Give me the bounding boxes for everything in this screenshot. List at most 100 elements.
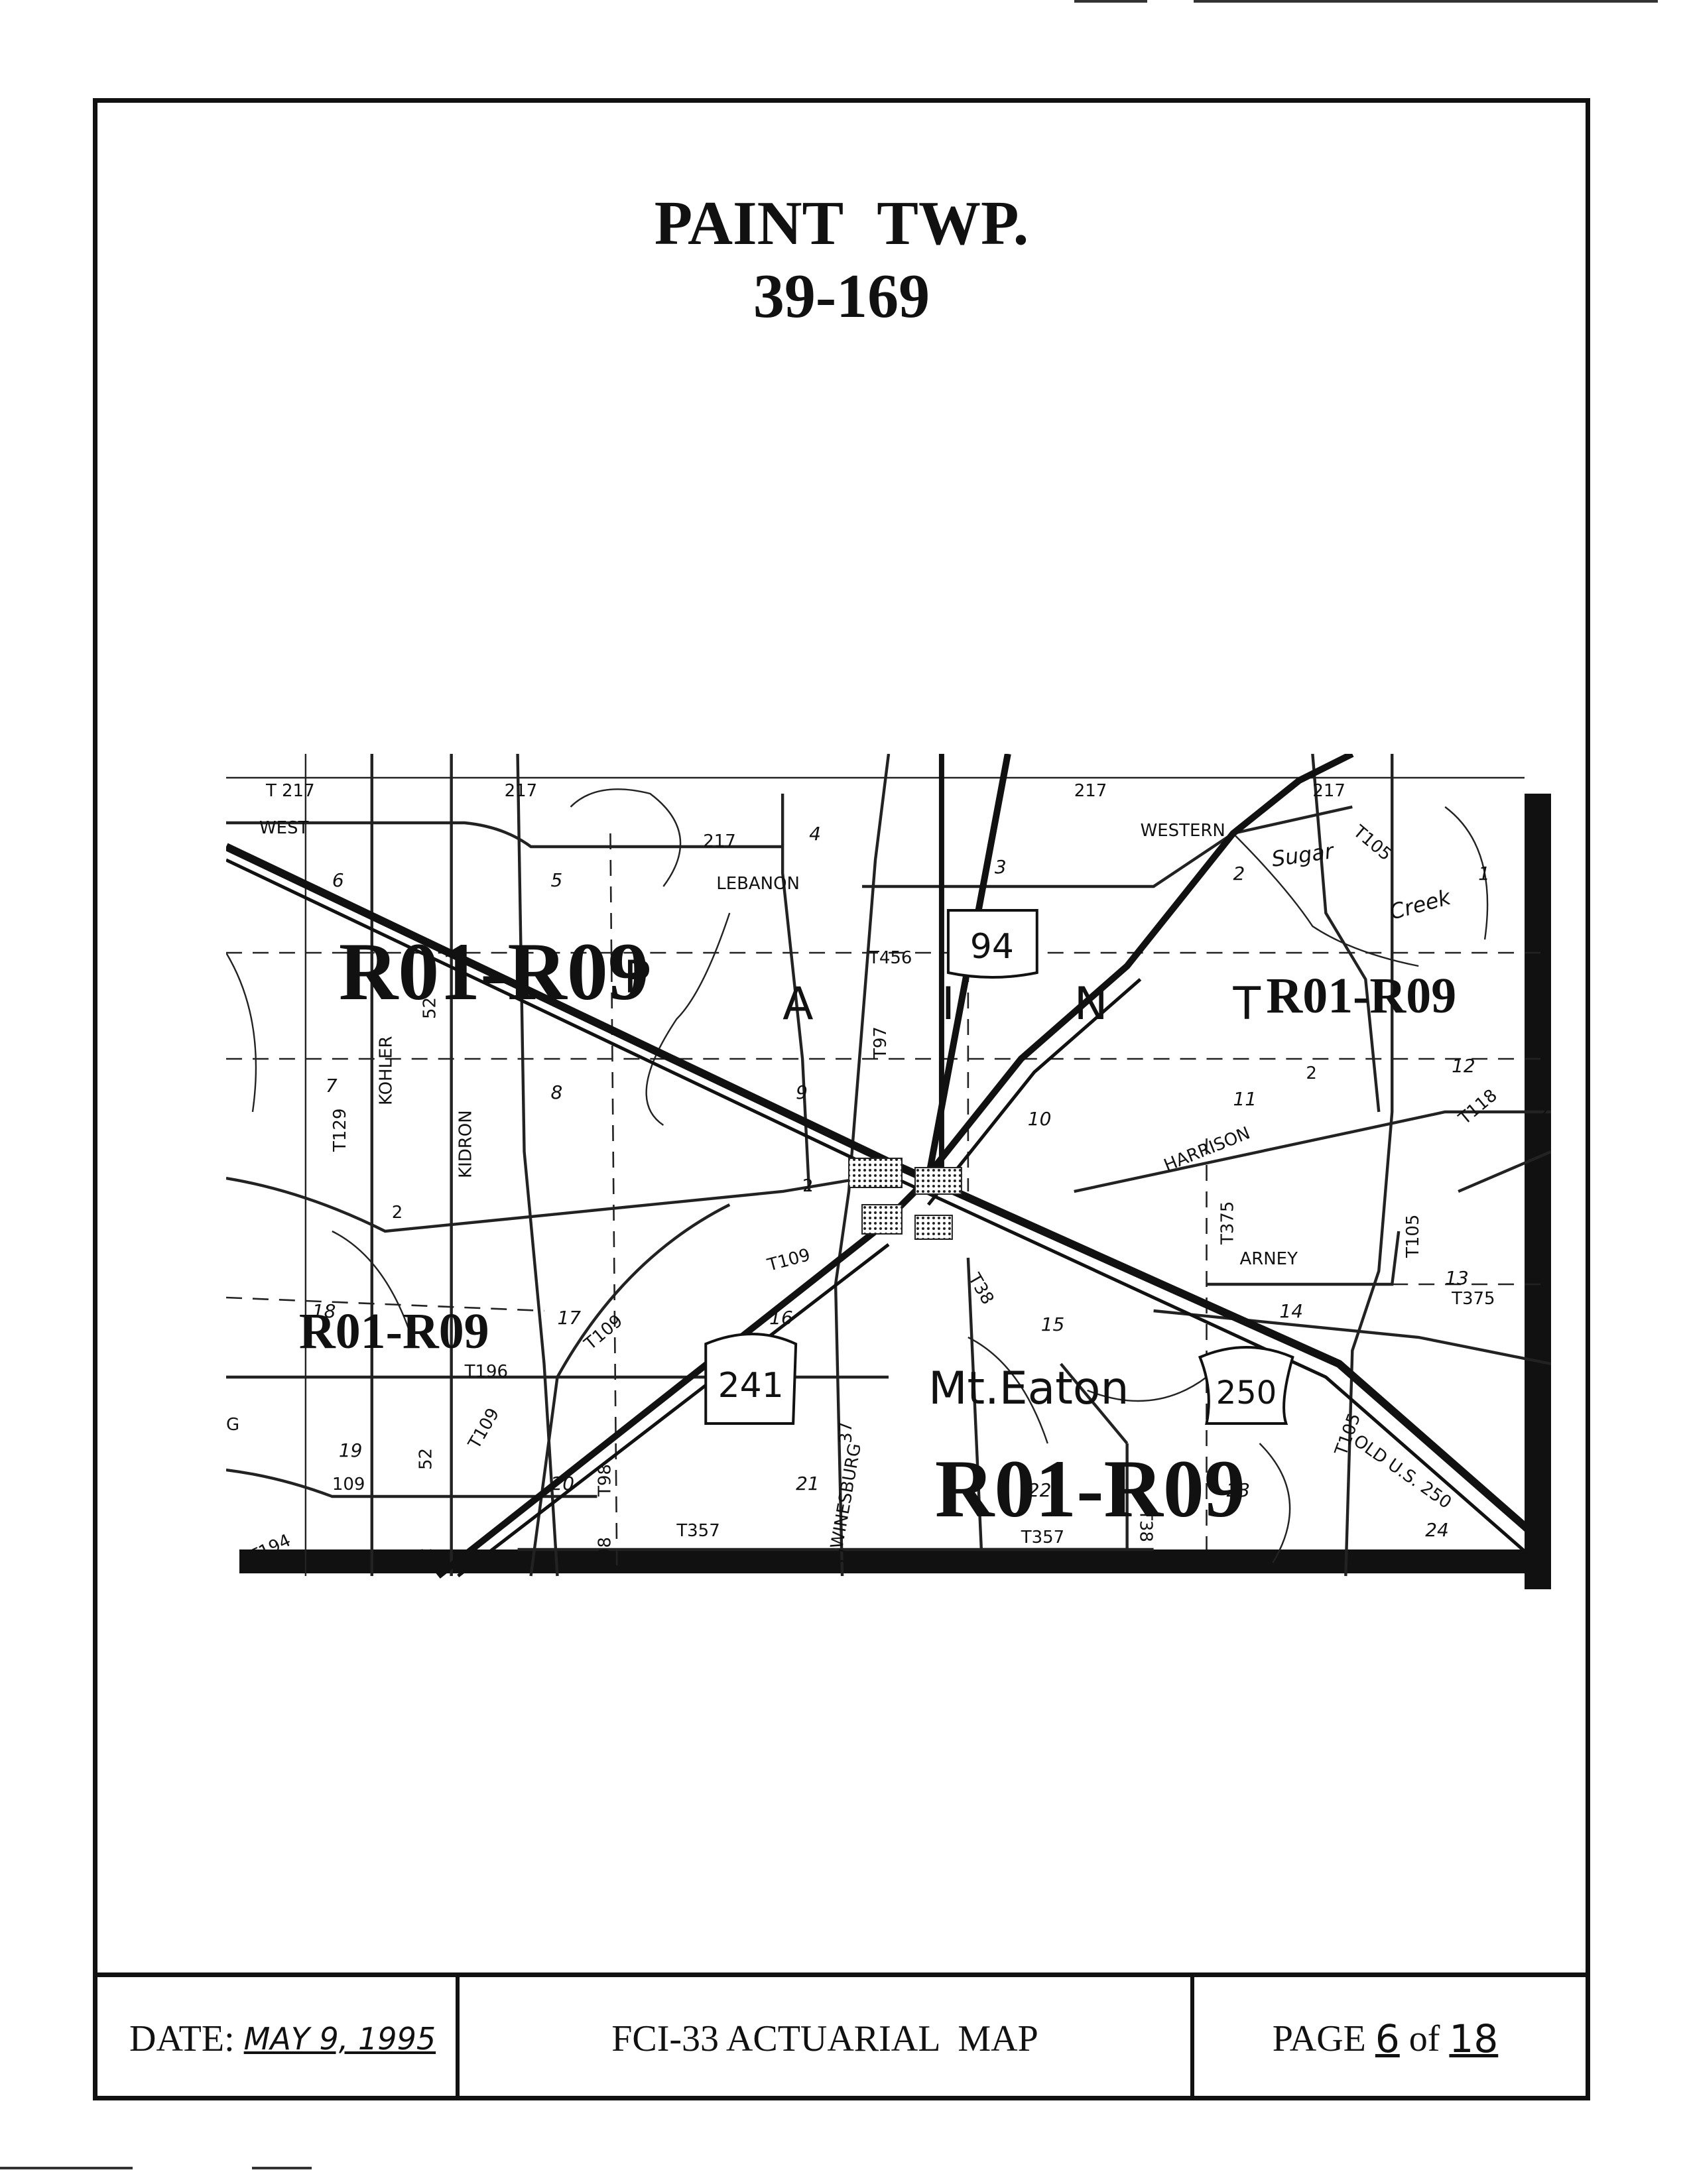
page-current: 6: [1375, 2016, 1400, 2061]
svg-text:T375: T375: [1451, 1289, 1495, 1309]
scan-mark: [252, 2167, 312, 2169]
svg-text:217: 217: [1312, 781, 1345, 801]
svg-text:WINESBURG: WINESBURG: [827, 1442, 865, 1551]
svg-text:24: 24: [1425, 1519, 1449, 1541]
scan-shadow-right: [1525, 794, 1551, 1589]
svg-text:T 217: T 217: [265, 781, 315, 801]
svg-text:250: 250: [1216, 1374, 1277, 1412]
svg-text:52: 52: [420, 997, 440, 1019]
region-stamp: R01-R09: [935, 1443, 1245, 1534]
town-label: Mt.Eaton: [928, 1363, 1129, 1415]
svg-text:4: 4: [809, 823, 821, 845]
svg-text:T109: T109: [765, 1245, 812, 1276]
svg-text:T118: T118: [1455, 1085, 1501, 1129]
svg-text:LEBANON: LEBANON: [716, 874, 800, 894]
svg-text:T98: T98: [595, 1537, 615, 1570]
township-map: 94 241 250 P A I N T Mt.Eaton R0: [226, 754, 1551, 1603]
svg-text:T105: T105: [1403, 1215, 1423, 1258]
svg-text:2: 2: [392, 1203, 403, 1223]
region-stamps: R01-R09 R01-R09 R01-R09 R01-R09: [299, 926, 1456, 1534]
map-name: FCI-33 ACTUARIAL MAP: [611, 2018, 1038, 2059]
scan-mark: [1194, 0, 1658, 3]
scan-mark: [1074, 0, 1147, 3]
svg-text:94: 94: [970, 927, 1014, 967]
town-center: [848, 1158, 962, 1240]
svg-text:Creek: Creek: [1387, 884, 1454, 924]
svg-text:10: 10: [1028, 1108, 1052, 1130]
svg-text:23: 23: [1226, 1479, 1250, 1501]
svg-text:2: 2: [1306, 1063, 1317, 1083]
region-stamp: R01-R09: [299, 1304, 489, 1359]
svg-text:17: 17: [558, 1307, 582, 1329]
svg-text:217: 217: [505, 781, 538, 801]
page-label: PAGE: [1272, 2018, 1366, 2059]
map-graphic: 94 241 250 P A I N T Mt.Eaton R0: [226, 754, 1551, 1589]
svg-text:3: 3: [995, 856, 1007, 878]
svg-text:T357: T357: [676, 1521, 719, 1541]
svg-text:KOHLER: KOHLER: [377, 1036, 397, 1105]
page-total: 18: [1449, 2016, 1499, 2061]
township-title: PAINT TWP.: [654, 189, 1029, 258]
svg-text:15: 15: [1041, 1313, 1065, 1335]
section-numbers: 1 2 3 4 5 6 7 8 9 10 11 12 13 14 15 16 1…: [312, 823, 1490, 1541]
svg-text:21: 21: [796, 1473, 820, 1494]
svg-text:T: T: [1232, 978, 1261, 1030]
svg-text:T109: T109: [464, 1405, 503, 1453]
svg-text:52: 52: [416, 1448, 436, 1470]
svg-text:G: G: [226, 1415, 239, 1435]
route-shield-94: 94: [946, 909, 1038, 979]
svg-text:T357: T357: [1021, 1528, 1064, 1547]
svg-text:T375: T375: [1218, 1201, 1237, 1245]
svg-text:P: P: [623, 951, 651, 1004]
svg-text:KIDRON: KIDRON: [456, 1110, 476, 1178]
svg-text:22: 22: [1028, 1479, 1052, 1501]
route-shield-250: 250: [1198, 1346, 1294, 1425]
svg-text:217: 217: [703, 831, 736, 851]
township-code: 39-169: [753, 262, 930, 331]
svg-text:N: N: [1074, 978, 1108, 1030]
svg-text:T98: T98: [595, 1464, 615, 1497]
svg-text:Sugar: Sugar: [1270, 838, 1336, 872]
svg-text:T38: T38: [1136, 1509, 1156, 1542]
svg-text:241: 241: [718, 1366, 784, 1406]
svg-text:37: 37: [836, 1547, 856, 1569]
svg-text:T97: T97: [871, 1026, 891, 1060]
svg-text:WESTERN: WESTERN: [1141, 821, 1225, 841]
svg-text:T129: T129: [330, 1109, 350, 1152]
svg-text:1: 1: [1478, 863, 1490, 884]
township-letters: P A I N T: [623, 951, 1261, 1030]
date-value: MAY 9, 1995: [243, 2021, 436, 2057]
svg-text:T456: T456: [868, 948, 912, 968]
date-label: DATE:: [129, 2018, 235, 2059]
svg-text:109: 109: [332, 1475, 365, 1494]
scan-mark: [0, 2167, 133, 2169]
map-sheet-frame: PAINT TWP. 39-169: [93, 98, 1590, 2100]
date-cell: DATE: MAY 9, 1995: [97, 1977, 460, 2100]
svg-text:9: 9: [796, 1081, 808, 1103]
map-name-cell: FCI-33 ACTUARIAL MAP: [460, 1977, 1194, 2100]
svg-text:I: I: [942, 978, 955, 1030]
svg-text:6: 6: [332, 869, 344, 891]
svg-text:5: 5: [551, 869, 563, 891]
svg-text:2: 2: [1233, 863, 1245, 884]
svg-text:7: 7: [326, 1075, 338, 1097]
svg-text:18: 18: [312, 1300, 336, 1322]
creek-labels: Sugar Creek: [1270, 838, 1454, 925]
svg-text:2: 2: [802, 1176, 814, 1196]
page-of: of: [1408, 2018, 1440, 2059]
svg-text:ARNEY: ARNEY: [1239, 1249, 1298, 1269]
svg-text:12: 12: [1452, 1055, 1475, 1077]
svg-text:T196: T196: [464, 1362, 508, 1382]
route-shield-241: 241: [704, 1333, 798, 1425]
svg-text:T105: T105: [1349, 821, 1395, 865]
svg-text:A: A: [782, 978, 813, 1030]
svg-text:T109: T109: [580, 1311, 627, 1355]
svg-text:11: 11: [1233, 1088, 1257, 1110]
footer-bar: DATE: MAY 9, 1995 FCI-33 ACTUARIAL MAP P…: [97, 1972, 1586, 2100]
svg-text:WEST: WEST: [259, 818, 309, 838]
svg-text:13: 13: [1445, 1267, 1469, 1289]
svg-text:217: 217: [1074, 781, 1107, 801]
svg-text:37: 37: [836, 1422, 856, 1443]
region-stamp: R01-R09: [339, 926, 649, 1017]
svg-text:16: 16: [769, 1307, 793, 1329]
